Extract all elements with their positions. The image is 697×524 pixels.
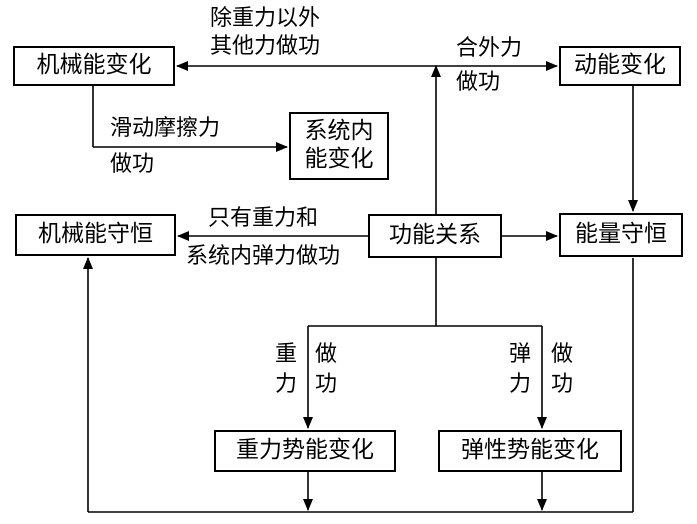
label-only-gravity-line1: 只有重力和 (208, 206, 319, 231)
box-internal-change-line2: 能变化 (304, 146, 374, 172)
label-elastic-work: 做功 (550, 342, 573, 397)
label-friction-line1: 滑动摩擦力 (110, 116, 221, 141)
label-friction-line2: 做功 (110, 152, 155, 177)
box-mechanical-conservation-text: 机械能守恒 (38, 221, 153, 248)
box-internal-change-line1: 系统内 (304, 118, 374, 145)
box-kinetic-change-text: 动能变化 (574, 52, 666, 79)
box-work-energy-relation-text: 功能关系 (389, 222, 481, 249)
label-elastic-force: 弹力 (508, 342, 531, 397)
box-mechanical-conservation: 机械能守恒 (15, 214, 176, 256)
box-gravity-pe-change: 重力势能变化 (214, 430, 396, 472)
label-gravity-force: 重力 (274, 342, 297, 397)
label-non-gravity-line1: 除重力以外 (210, 6, 321, 31)
box-elastic-pe-change-text: 弹性势能变化 (461, 437, 599, 464)
label-net-force-line2: 做功 (456, 70, 501, 95)
label-only-gravity-line2: 系统内弹力做功 (186, 244, 341, 269)
box-elastic-pe-change: 弹性势能变化 (438, 430, 622, 472)
box-gravity-pe-change-text: 重力势能变化 (236, 437, 374, 464)
box-energy-conservation-text: 能量守恒 (575, 221, 667, 248)
box-kinetic-change: 动能变化 (559, 46, 681, 86)
label-gravity-work: 做功 (314, 342, 337, 397)
box-internal-energy-change: 系统内 能变化 (289, 112, 389, 180)
label-net-force-line1: 合外力 (456, 36, 523, 61)
box-energy-conservation: 能量守恒 (559, 213, 683, 257)
label-non-gravity-line2: 其他力做功 (210, 34, 321, 59)
box-work-energy-relation: 功能关系 (368, 214, 502, 258)
box-mechanical-change-text: 机械能变化 (36, 52, 152, 79)
box-mechanical-change: 机械能变化 (13, 46, 175, 86)
